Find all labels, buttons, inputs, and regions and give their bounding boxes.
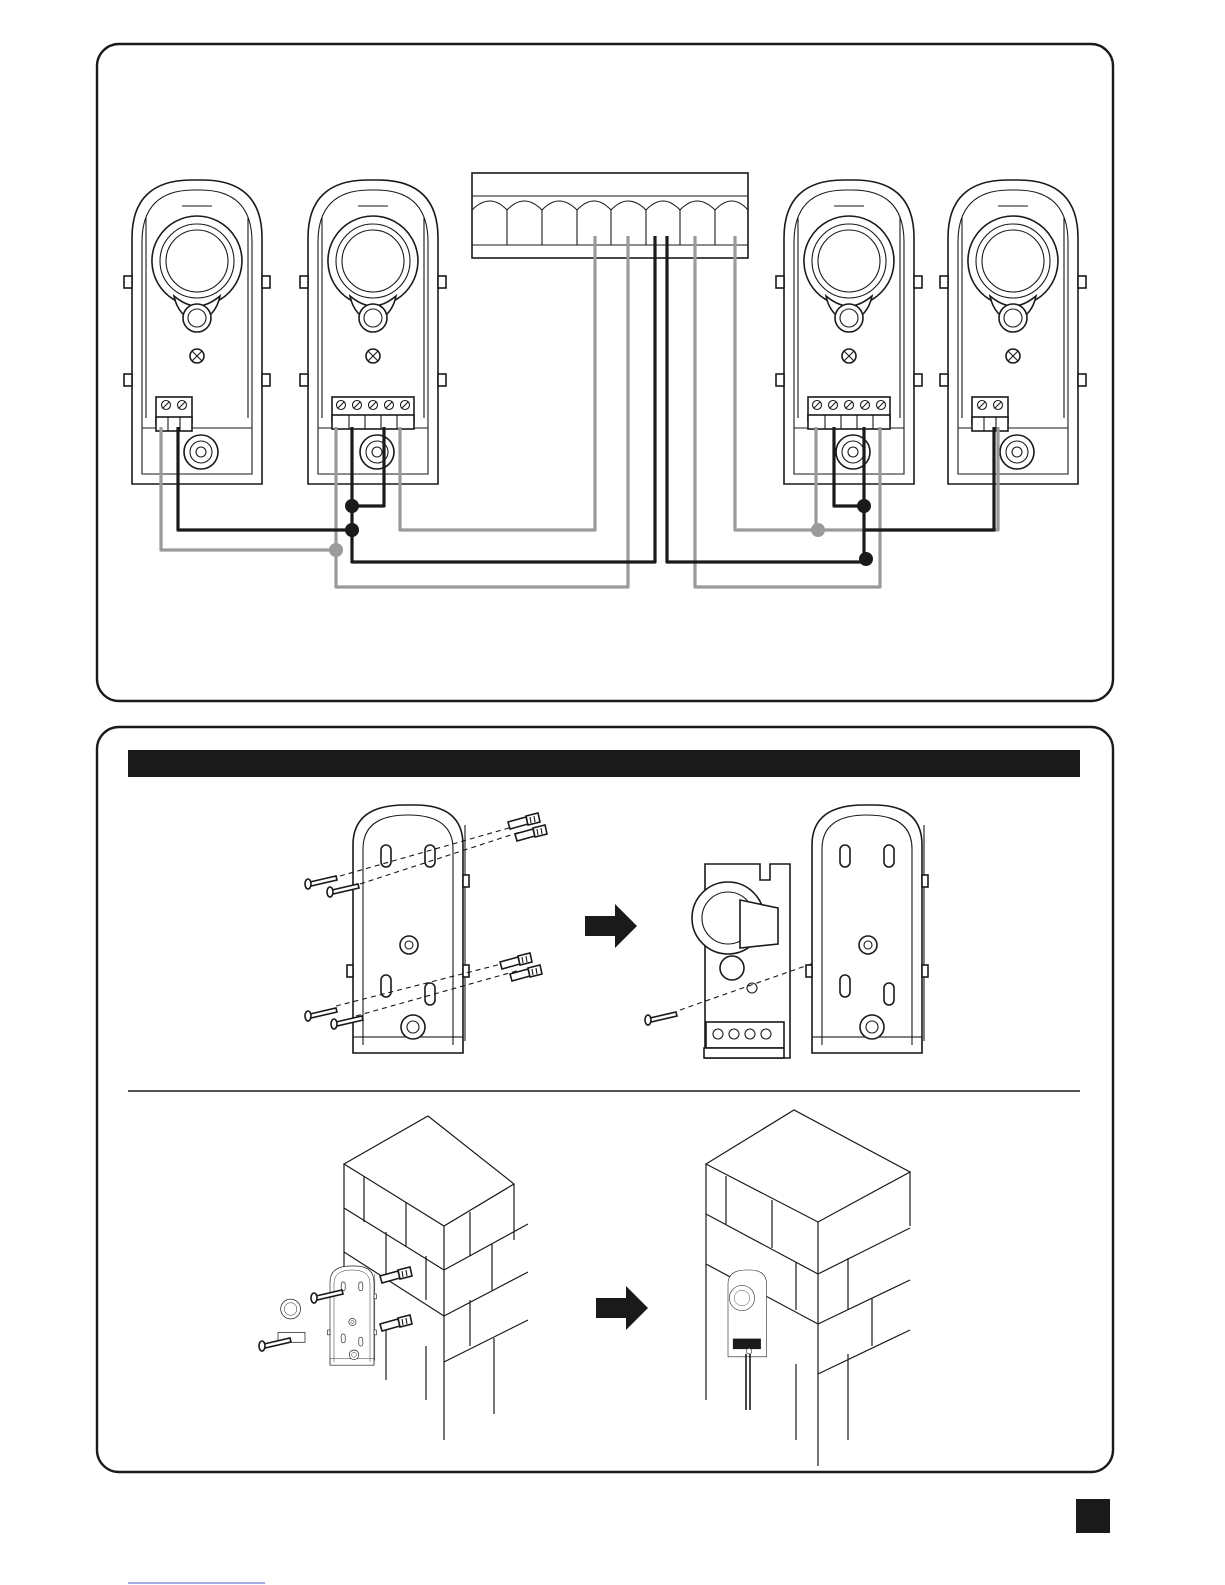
arrow-right-icon [585, 904, 637, 948]
wall-corner-exploded [259, 1116, 528, 1440]
mounting-panel-frame [97, 727, 1113, 1472]
section-header-bar [128, 750, 1080, 777]
arrow-right-icon [596, 1286, 648, 1330]
wall-plug-icon [500, 953, 532, 969]
sensor-module-exploded-view [645, 805, 928, 1058]
wall-plug-icon [508, 813, 540, 829]
detector-icon [300, 180, 446, 484]
page-number-box [1076, 1499, 1110, 1533]
wiring-panel-frame [97, 44, 1113, 701]
screw-icon [645, 1012, 677, 1025]
detector-icon [940, 180, 1086, 484]
wall-plug-icon [515, 825, 547, 841]
wall-plug-icon [380, 1267, 412, 1283]
screw-icon [305, 876, 337, 889]
control-panel-terminal-strip [472, 173, 748, 258]
wall-corner-mounted [706, 1110, 910, 1466]
wall-plug-icon [510, 965, 542, 981]
detector-icon [776, 180, 922, 484]
detector-icon [124, 180, 270, 484]
wall-plug-icon [380, 1315, 412, 1331]
screw-icon [259, 1338, 291, 1351]
backplate-exploded-view [305, 805, 547, 1053]
